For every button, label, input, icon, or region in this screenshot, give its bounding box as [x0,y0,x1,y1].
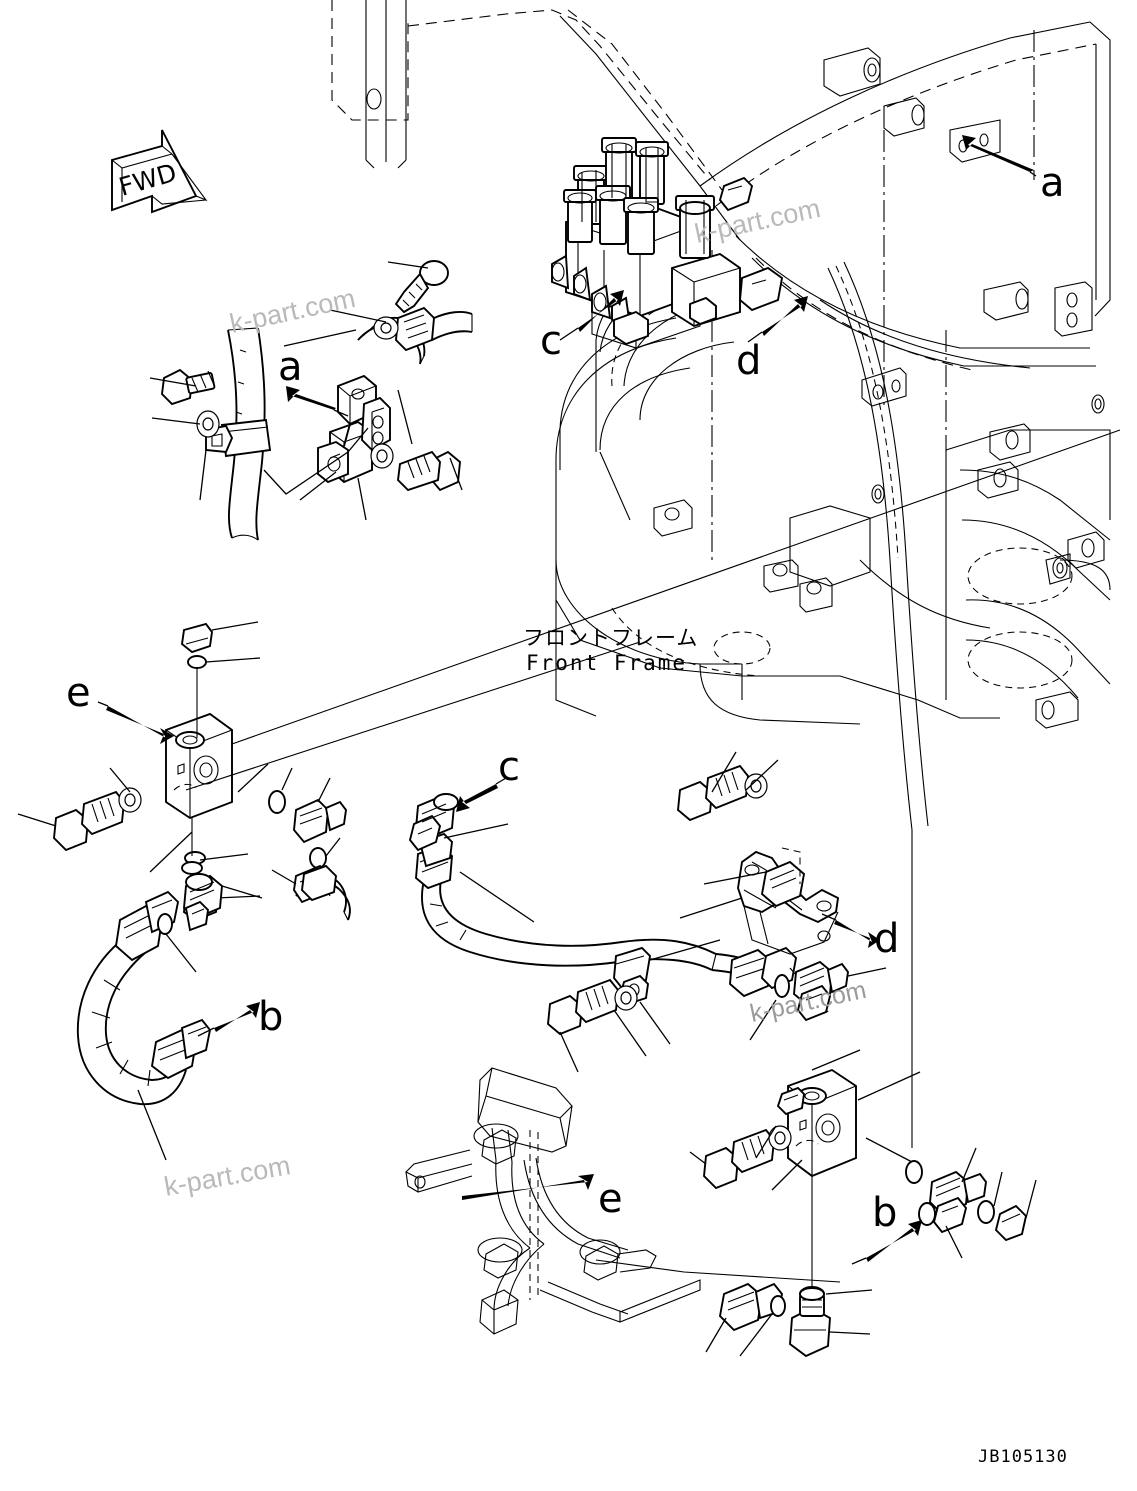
long-hydraulic-hose [408,751,829,1073]
hose-clamp-bracket-detail [149,260,473,541]
callout-d-bracket[interactable]: d [821,913,899,962]
front-frame-label: フロントフレーム Front Frame [523,626,698,675]
callout-a-frame-label: a [1040,160,1065,206]
callout-c-hose-label: c [498,744,520,790]
solenoid-valve-block-right [689,1049,1037,1358]
front-frame-phantom [331,0,1111,1148]
callout-a-detail[interactable]: a [278,344,349,417]
callout-a-detail-label: a [278,344,303,390]
callout-c-main[interactable]: c [540,290,624,364]
callout-e-block-label: e [66,670,91,716]
drawing-number: JB105130 [978,1447,1068,1467]
callout-c-main-label: c [540,318,562,364]
mounting-bracket [679,847,887,1041]
callout-e-mount[interactable]: e [462,1174,623,1222]
callout-b-block-label: b [872,1190,897,1236]
solenoid-valve-block-left [17,429,1121,922]
u-shaped-hydraulic-hose [76,864,338,1161]
watermark-layer: k-part.com k-part.com k-part.com k-part.… [162,193,869,1202]
callout-d-main[interactable]: d [736,296,808,384]
callout-d-main-label: d [736,338,761,384]
callout-b-block[interactable]: b [851,1190,922,1265]
fwd-label: FWD [116,158,180,202]
watermark: k-part.com [162,1150,293,1202]
callout-b-detail-label: b [258,994,283,1040]
callout-layer: a a b b c c [66,135,1065,1265]
callout-e-mount-label: e [598,1176,623,1222]
watermark: k-part.com [227,283,358,339]
frame-label-en: Front Frame [526,651,687,675]
callout-e-block[interactable]: e [66,670,174,744]
callout-d-bracket-label: d [874,916,899,962]
callout-c-hose[interactable]: c [456,744,520,812]
callout-b-detail[interactable]: b [197,994,283,1040]
frame-mount-phantom-e [405,1067,841,1335]
fwd-marker: FWD [111,129,208,214]
frame-label-jp: フロントフレーム [523,626,698,650]
callout-a-frame[interactable]: a [962,135,1065,206]
main-control-valve-block [551,137,784,349]
